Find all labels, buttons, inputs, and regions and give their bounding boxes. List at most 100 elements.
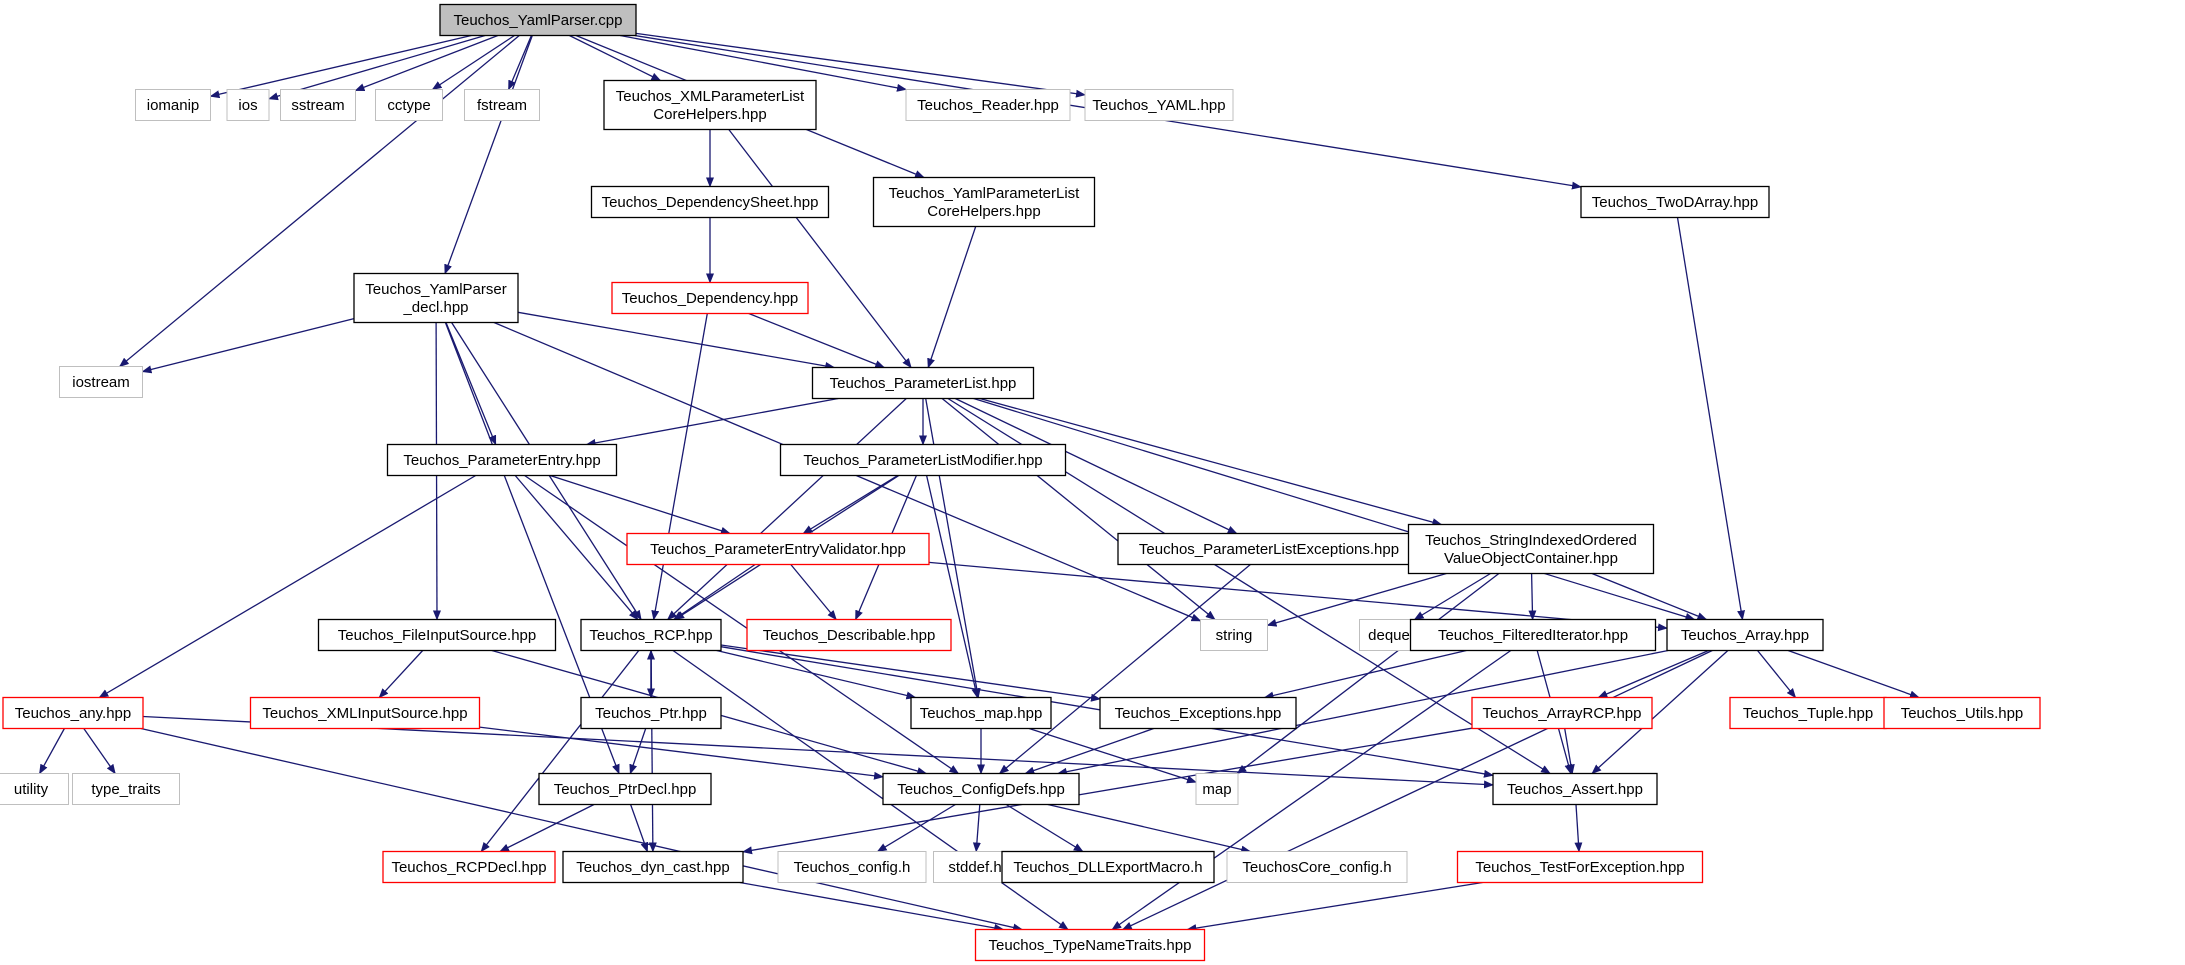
node-rcpdecl[interactable]: Teuchos_RCPDecl.hpp	[382, 850, 556, 884]
node-box-yamlh[interactable]	[1084, 89, 1234, 121]
node-box-rcpdecl[interactable]	[382, 850, 556, 884]
node-box-iostream[interactable]	[59, 366, 143, 398]
node-box-xmlhelpers[interactable]	[603, 79, 817, 131]
node-box-twod[interactable]	[1580, 185, 1770, 219]
node-box-reader[interactable]	[905, 89, 1071, 121]
node-exceptions[interactable]: Teuchos_Exceptions.hpp	[1099, 696, 1297, 730]
node-box-typetraits[interactable]	[72, 773, 180, 805]
node-box-filterediter[interactable]	[1409, 618, 1657, 652]
node-box-map[interactable]	[1195, 773, 1239, 805]
node-array[interactable]: Teuchos_Array.hpp	[1666, 618, 1824, 652]
node-xmlinput[interactable]: Teuchos_XMLInputSource.hpp	[249, 696, 481, 730]
node-box-sstream[interactable]	[280, 89, 356, 121]
node-box-xmlinput[interactable]	[249, 696, 481, 730]
edge-array-to-assert	[1591, 650, 1729, 775]
node-box-rcp[interactable]	[580, 618, 722, 652]
node-map[interactable]: map	[1195, 773, 1239, 805]
node-any[interactable]: Teuchos_any.hpp	[2, 696, 144, 730]
node-box-string[interactable]	[1200, 619, 1268, 651]
node-box-arrayrcp[interactable]	[1471, 696, 1653, 730]
node-dllexport[interactable]: Teuchos_DLLExportMacro.h	[1001, 850, 1215, 884]
node-box-coreconfig[interactable]	[1226, 851, 1408, 883]
node-coreconfig[interactable]: TeuchosCore_config.h	[1226, 851, 1408, 883]
node-utility[interactable]: utility	[0, 773, 69, 805]
node-box-iomanip[interactable]	[135, 89, 211, 121]
node-configdefs[interactable]: Teuchos_ConfigDefs.hpp	[882, 772, 1080, 806]
node-ios[interactable]: ios	[226, 89, 270, 121]
node-box-plexceptions[interactable]	[1117, 532, 1421, 566]
node-box-paramlist[interactable]	[811, 366, 1035, 400]
node-dependency[interactable]: Teuchos_Dependency.hpp	[611, 281, 809, 315]
node-yamldecl[interactable]: Teuchos_YamlParser_decl.hpp	[353, 272, 519, 324]
node-box-cctype[interactable]	[375, 89, 443, 121]
node-map_hpp[interactable]: Teuchos_map.hpp	[910, 696, 1052, 730]
node-box-yamlhelpers[interactable]	[872, 176, 1096, 228]
node-pevalidator[interactable]: Teuchos_ParameterEntryValidator.hpp	[626, 532, 930, 566]
node-iomanip[interactable]: iomanip	[135, 89, 211, 121]
node-box-typename[interactable]	[974, 928, 1206, 962]
node-cctype[interactable]: cctype	[375, 89, 443, 121]
node-box-fstream[interactable]	[464, 89, 540, 121]
node-root[interactable]: Teuchos_YamlParser.cpp	[439, 3, 637, 37]
node-box-fileinput[interactable]	[317, 618, 557, 652]
node-box-exceptions[interactable]	[1099, 696, 1297, 730]
node-box-deque[interactable]	[1359, 619, 1419, 651]
node-box-configh[interactable]	[777, 851, 927, 883]
node-label-yamldecl-line-2: _decl.hpp	[402, 299, 468, 316]
node-arrayrcp[interactable]: Teuchos_ArrayRCP.hpp	[1471, 696, 1653, 730]
node-typetraits[interactable]: type_traits	[72, 773, 180, 805]
node-box-testforexc[interactable]	[1456, 850, 1704, 884]
node-testforexc[interactable]: Teuchos_TestForException.hpp	[1456, 850, 1704, 884]
node-configh[interactable]: Teuchos_config.h	[777, 851, 927, 883]
node-deque[interactable]: deque	[1359, 619, 1419, 651]
node-ptr[interactable]: Teuchos_Ptr.hpp	[580, 696, 722, 730]
node-box-describable[interactable]	[746, 618, 952, 652]
node-paramlist[interactable]: Teuchos_ParameterList.hpp	[811, 366, 1035, 400]
node-box-assert[interactable]	[1492, 772, 1658, 806]
node-box-root[interactable]	[439, 3, 637, 37]
node-typename[interactable]: Teuchos_TypeNameTraits.hpp	[974, 928, 1206, 962]
node-stringindexed[interactable]: Teuchos_StringIndexedOrderedValueObjectC…	[1407, 523, 1655, 575]
node-paramentry[interactable]: Teuchos_ParameterEntry.hpp	[386, 443, 618, 477]
node-reader[interactable]: Teuchos_Reader.hpp	[905, 89, 1071, 121]
node-yamlh[interactable]: Teuchos_YAML.hpp	[1084, 89, 1234, 121]
node-fileinput[interactable]: Teuchos_FileInputSource.hpp	[317, 618, 557, 652]
node-dyncast[interactable]: Teuchos_dyn_cast.hpp	[562, 850, 744, 884]
node-box-pevalidator[interactable]	[626, 532, 930, 566]
node-describable[interactable]: Teuchos_Describable.hpp	[746, 618, 952, 652]
node-tuple[interactable]: Teuchos_Tuple.hpp	[1729, 696, 1887, 730]
node-plmodifier[interactable]: Teuchos_ParameterListModifier.hpp	[779, 443, 1067, 477]
node-box-depsheet[interactable]	[590, 185, 830, 219]
node-twod[interactable]: Teuchos_TwoDArray.hpp	[1580, 185, 1770, 219]
node-iostream[interactable]: iostream	[59, 366, 143, 398]
node-box-configdefs[interactable]	[882, 772, 1080, 806]
node-box-ptrdecl[interactable]	[538, 772, 712, 806]
node-string[interactable]: string	[1200, 619, 1268, 651]
node-box-tuple[interactable]	[1729, 696, 1887, 730]
node-box-dyncast[interactable]	[562, 850, 744, 884]
node-box-ptr[interactable]	[580, 696, 722, 730]
node-fstream[interactable]: fstream	[464, 89, 540, 121]
node-utils[interactable]: Teuchos_Utils.hpp	[1883, 696, 2041, 730]
node-box-utils[interactable]	[1883, 696, 2041, 730]
node-box-utility[interactable]	[0, 773, 69, 805]
node-box-any[interactable]	[2, 696, 144, 730]
node-filterediter[interactable]: Teuchos_FilteredIterator.hpp	[1409, 618, 1657, 652]
node-box-ios[interactable]	[226, 89, 270, 121]
node-box-plmodifier[interactable]	[779, 443, 1067, 477]
node-plexceptions[interactable]: Teuchos_ParameterListExceptions.hpp	[1117, 532, 1421, 566]
node-box-yamldecl[interactable]	[353, 272, 519, 324]
node-box-array[interactable]	[1666, 618, 1824, 652]
node-assert[interactable]: Teuchos_Assert.hpp	[1492, 772, 1658, 806]
node-ptrdecl[interactable]: Teuchos_PtrDecl.hpp	[538, 772, 712, 806]
node-box-map_hpp[interactable]	[910, 696, 1052, 730]
node-rcp[interactable]: Teuchos_RCP.hpp	[580, 618, 722, 652]
node-box-dependency[interactable]	[611, 281, 809, 315]
node-box-dllexport[interactable]	[1001, 850, 1215, 884]
node-box-paramentry[interactable]	[386, 443, 618, 477]
node-box-stringindexed[interactable]	[1407, 523, 1655, 575]
node-depsheet[interactable]: Teuchos_DependencySheet.hpp	[590, 185, 830, 219]
node-sstream[interactable]: sstream	[280, 89, 356, 121]
